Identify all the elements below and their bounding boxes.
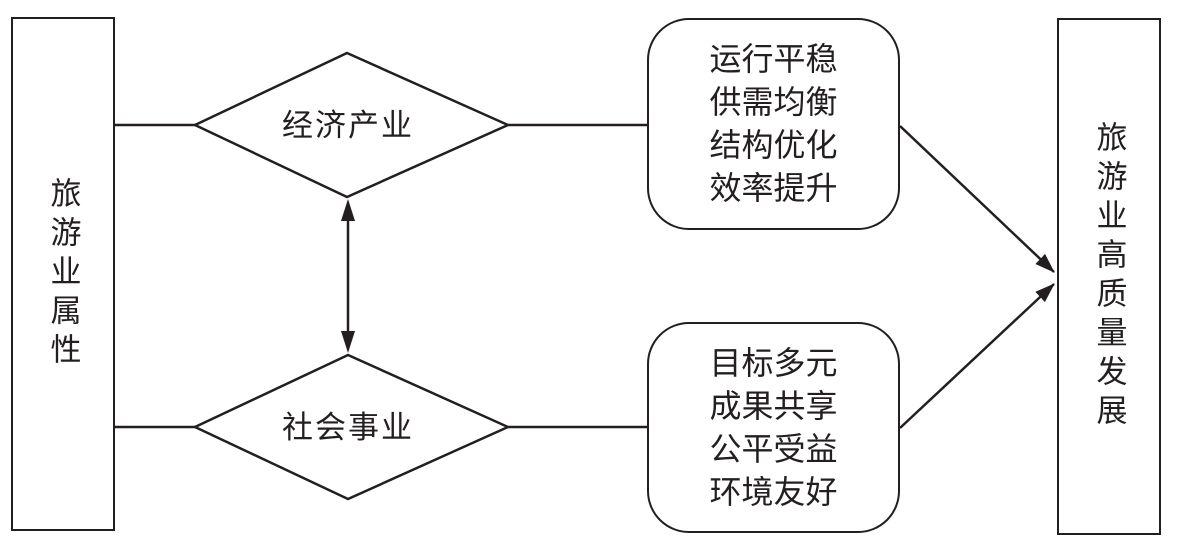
- node-economic-outcomes-text: 运行平稳 供需均衡 结构优化 效率提升: [709, 38, 837, 210]
- node-tourism-attributes: 旅游业属性: [11, 17, 115, 531]
- node-high-quality-development: 旅游业高质量发展: [1057, 18, 1161, 535]
- outcome-line: 运行平稳: [709, 41, 838, 77]
- diamond-social-shape: [192, 353, 512, 501]
- outcome-line: 效率提升: [709, 170, 838, 206]
- node-high-quality-development-label: 旅游业高质量发展: [1091, 120, 1127, 433]
- node-tourism-attributes-label: 旅游业属性: [45, 176, 81, 372]
- outcome-line: 成果共享: [709, 387, 838, 424]
- diamond-social-label: 社会事业: [282, 410, 414, 445]
- node-social-outcomes-text: 目标多元 成果共享 公平受益 环境友好: [709, 342, 837, 514]
- arrow-social-outcomes-to-rightbox: [899, 283, 1055, 429]
- node-social-outcomes: 目标多元 成果共享 公平受益 环境友好: [647, 322, 900, 533]
- outcome-line: 结构优化: [709, 127, 838, 163]
- outcome-line: 目标多元: [709, 344, 838, 381]
- double-arrow-between-diamonds: [341, 199, 355, 353]
- outcome-line: 公平受益: [709, 430, 838, 467]
- arrow-economic-outcomes-to-rightbox: [899, 125, 1055, 273]
- node-economic-outcomes: 运行平稳 供需均衡 结构优化 效率提升: [647, 18, 900, 230]
- outcome-line: 环境友好: [709, 473, 838, 510]
- diamond-economic-label: 经济产业: [282, 108, 414, 143]
- diamond-economic-shape: [192, 51, 512, 199]
- outcome-line: 供需均衡: [709, 84, 838, 120]
